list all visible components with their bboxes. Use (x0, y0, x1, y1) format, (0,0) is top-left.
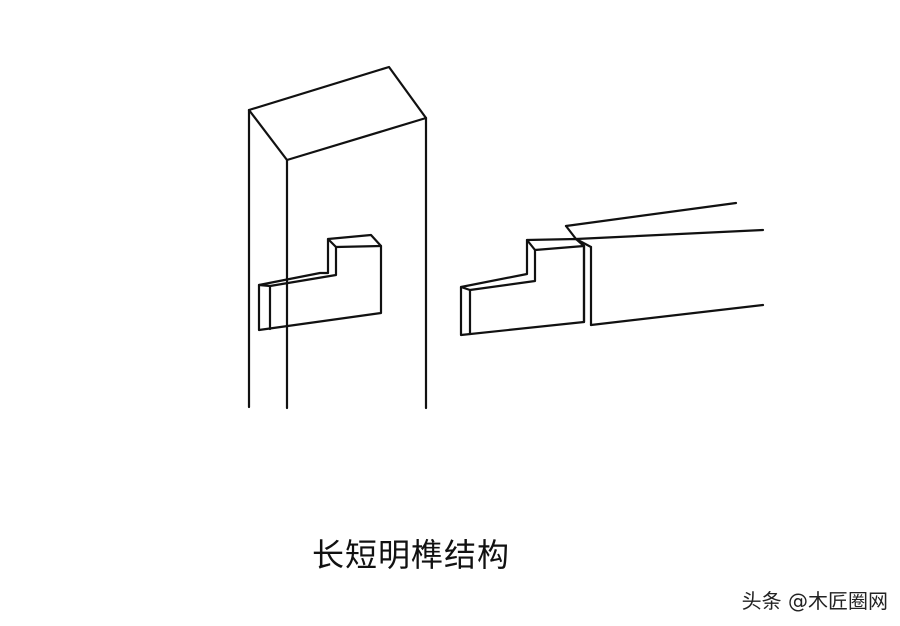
tenon-outline (459, 237, 586, 337)
mortise-outline (257, 233, 383, 332)
mortise-inner-lines (268, 244, 383, 331)
mortise-inner-step (326, 237, 338, 249)
tenon-inner-step (525, 238, 537, 252)
stepped-mortise (257, 233, 383, 332)
rail-top-shoulder (564, 224, 765, 241)
rail-top-edge (564, 201, 738, 228)
source-watermark: 头条 @木匠圈网 (741, 589, 888, 613)
tenon-inner-lines (468, 244, 586, 336)
diagram-caption: 长短明榫结构 (312, 536, 511, 574)
rail-bottom-edge (589, 303, 765, 327)
mortise-inner-corner (257, 283, 272, 288)
tenon-inner-corner (459, 285, 472, 292)
post-top-face (247, 65, 428, 162)
rail (564, 201, 765, 327)
stepped-tenon (459, 237, 586, 337)
